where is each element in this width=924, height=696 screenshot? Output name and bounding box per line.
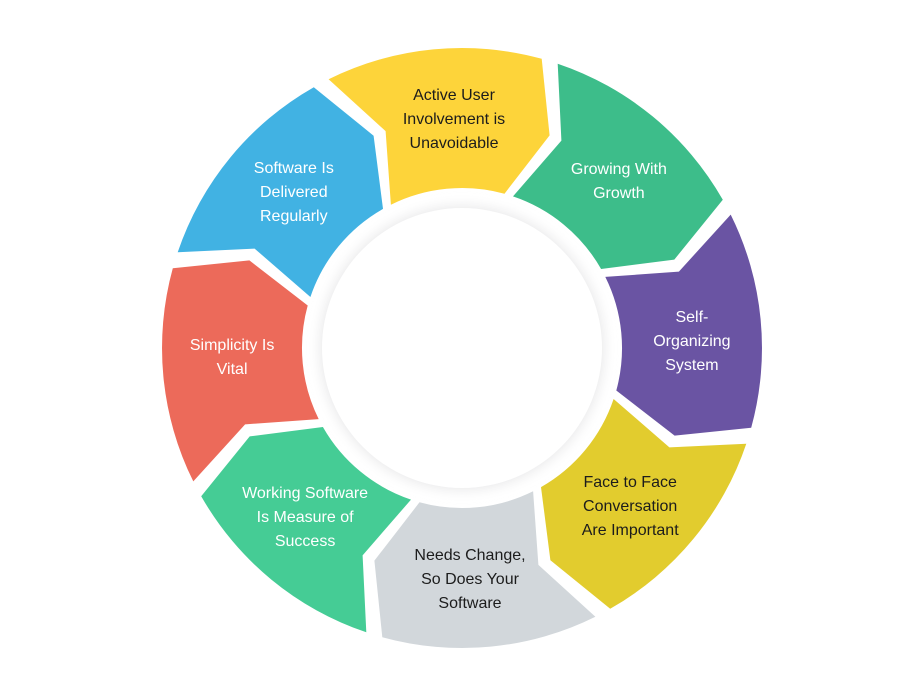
label-line: Regularly [260,208,328,225]
label-line: Vital [217,361,248,378]
label-line: Software [438,595,501,612]
label-line: Involvement is [403,111,505,128]
label-line: Self- [675,309,708,326]
segment-face-to-face-conversation [541,399,747,609]
center-circle [322,208,602,488]
segment-simplicity-is-vital [162,260,319,482]
segment-working-software [201,427,411,633]
label-line: Conversation [583,498,677,515]
label-line: System [665,357,718,374]
segment-active-user-involvement [328,48,550,205]
segment-needs-change [374,491,596,648]
segment-software-delivered-regularly [177,87,383,297]
label-line: Face to Face [584,474,677,491]
label-line: Software Is [254,160,334,177]
label-working-software: Working Software Is Measure of Success [242,485,368,550]
segment-self-organizing-system [605,214,762,436]
label-line: Success [275,533,335,550]
label-line: So Does Your [421,571,520,588]
label-line: Needs Change, [414,547,525,564]
label-line: Are Important [582,522,679,539]
label-line: Growth [593,185,645,202]
label-line: Organizing [653,333,730,350]
segment-growing-with-growth [513,63,723,270]
label-simplicity-is-vital: Simplicity Is Vital [190,337,274,378]
label-line: Unavoidable [410,135,499,152]
label-line: Simplicity Is [190,337,274,354]
cycle-segments [162,48,762,648]
label-line: Growing With [571,161,667,178]
label-line: Active User [413,87,495,104]
label-line: Delivered [260,184,328,201]
label-line: Working Software [242,485,368,502]
label-line: Is Measure of [257,509,354,526]
